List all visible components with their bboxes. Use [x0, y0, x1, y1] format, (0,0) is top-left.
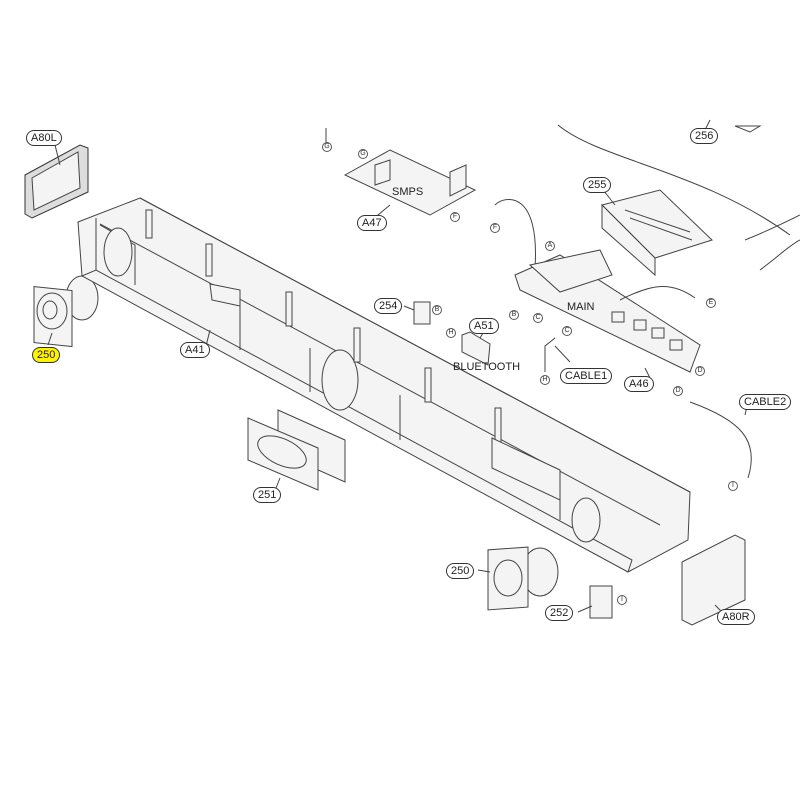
board-254	[413, 301, 431, 325]
connector-c: C	[562, 326, 572, 336]
main-chassis	[77, 197, 691, 573]
callout-a80r: A80R	[717, 609, 755, 625]
callout-255: 255	[583, 177, 612, 193]
connector-e: E	[706, 298, 716, 308]
cable-f	[494, 199, 536, 269]
callout-a41: A41	[180, 342, 210, 358]
callout-a51: A51	[469, 318, 499, 334]
connector-d: D	[673, 386, 683, 396]
cable-1	[544, 337, 556, 372]
connector-d: D	[695, 366, 705, 376]
connector-h: H	[540, 375, 550, 385]
connector-g: G	[358, 149, 368, 159]
callout-254: 254	[374, 298, 403, 314]
connector-f: F	[490, 223, 500, 233]
callout-256: 256	[690, 128, 719, 144]
board-252	[589, 585, 613, 619]
main-board	[514, 249, 701, 373]
smps-board	[325, 128, 477, 216]
label-smps: SMPS	[392, 186, 424, 198]
callout-a80l: A80L	[26, 130, 62, 146]
end-cap-gasket-left	[24, 144, 89, 219]
connector-h: H	[446, 328, 456, 338]
connector-f: F	[450, 212, 460, 222]
callout-cable2: CABLE2	[739, 394, 792, 410]
module-255	[601, 189, 713, 277]
wire-harness-256	[557, 124, 791, 236]
connector-b: B	[509, 310, 519, 320]
connector-b: B	[432, 305, 442, 315]
speaker-250-left	[33, 275, 99, 348]
label-bluetooth: BLUETOOTH	[453, 361, 521, 373]
label-main: MAIN	[567, 301, 595, 313]
end-cap-right	[681, 534, 746, 626]
cable-e	[619, 286, 696, 301]
connector-g: G	[322, 142, 332, 152]
speaker-251	[247, 409, 346, 491]
cable-2	[689, 401, 752, 479]
bluetooth-board	[461, 331, 491, 366]
connector-i: I	[728, 481, 738, 491]
callout-a47: A47	[357, 215, 387, 231]
callout-cable1: CABLE1	[560, 368, 613, 384]
connector-i: I	[617, 595, 627, 605]
callout-250-highlighted: 250	[32, 347, 61, 363]
wire-harness-256-ends	[734, 125, 800, 271]
speaker-250-right	[487, 546, 559, 611]
connector-c: C	[533, 313, 543, 323]
callout-a46: A46	[624, 376, 654, 392]
connector-a: A	[545, 241, 555, 251]
callout-251: 251	[253, 487, 282, 503]
callout-250: 250	[446, 563, 475, 579]
callout-252: 252	[545, 605, 574, 621]
